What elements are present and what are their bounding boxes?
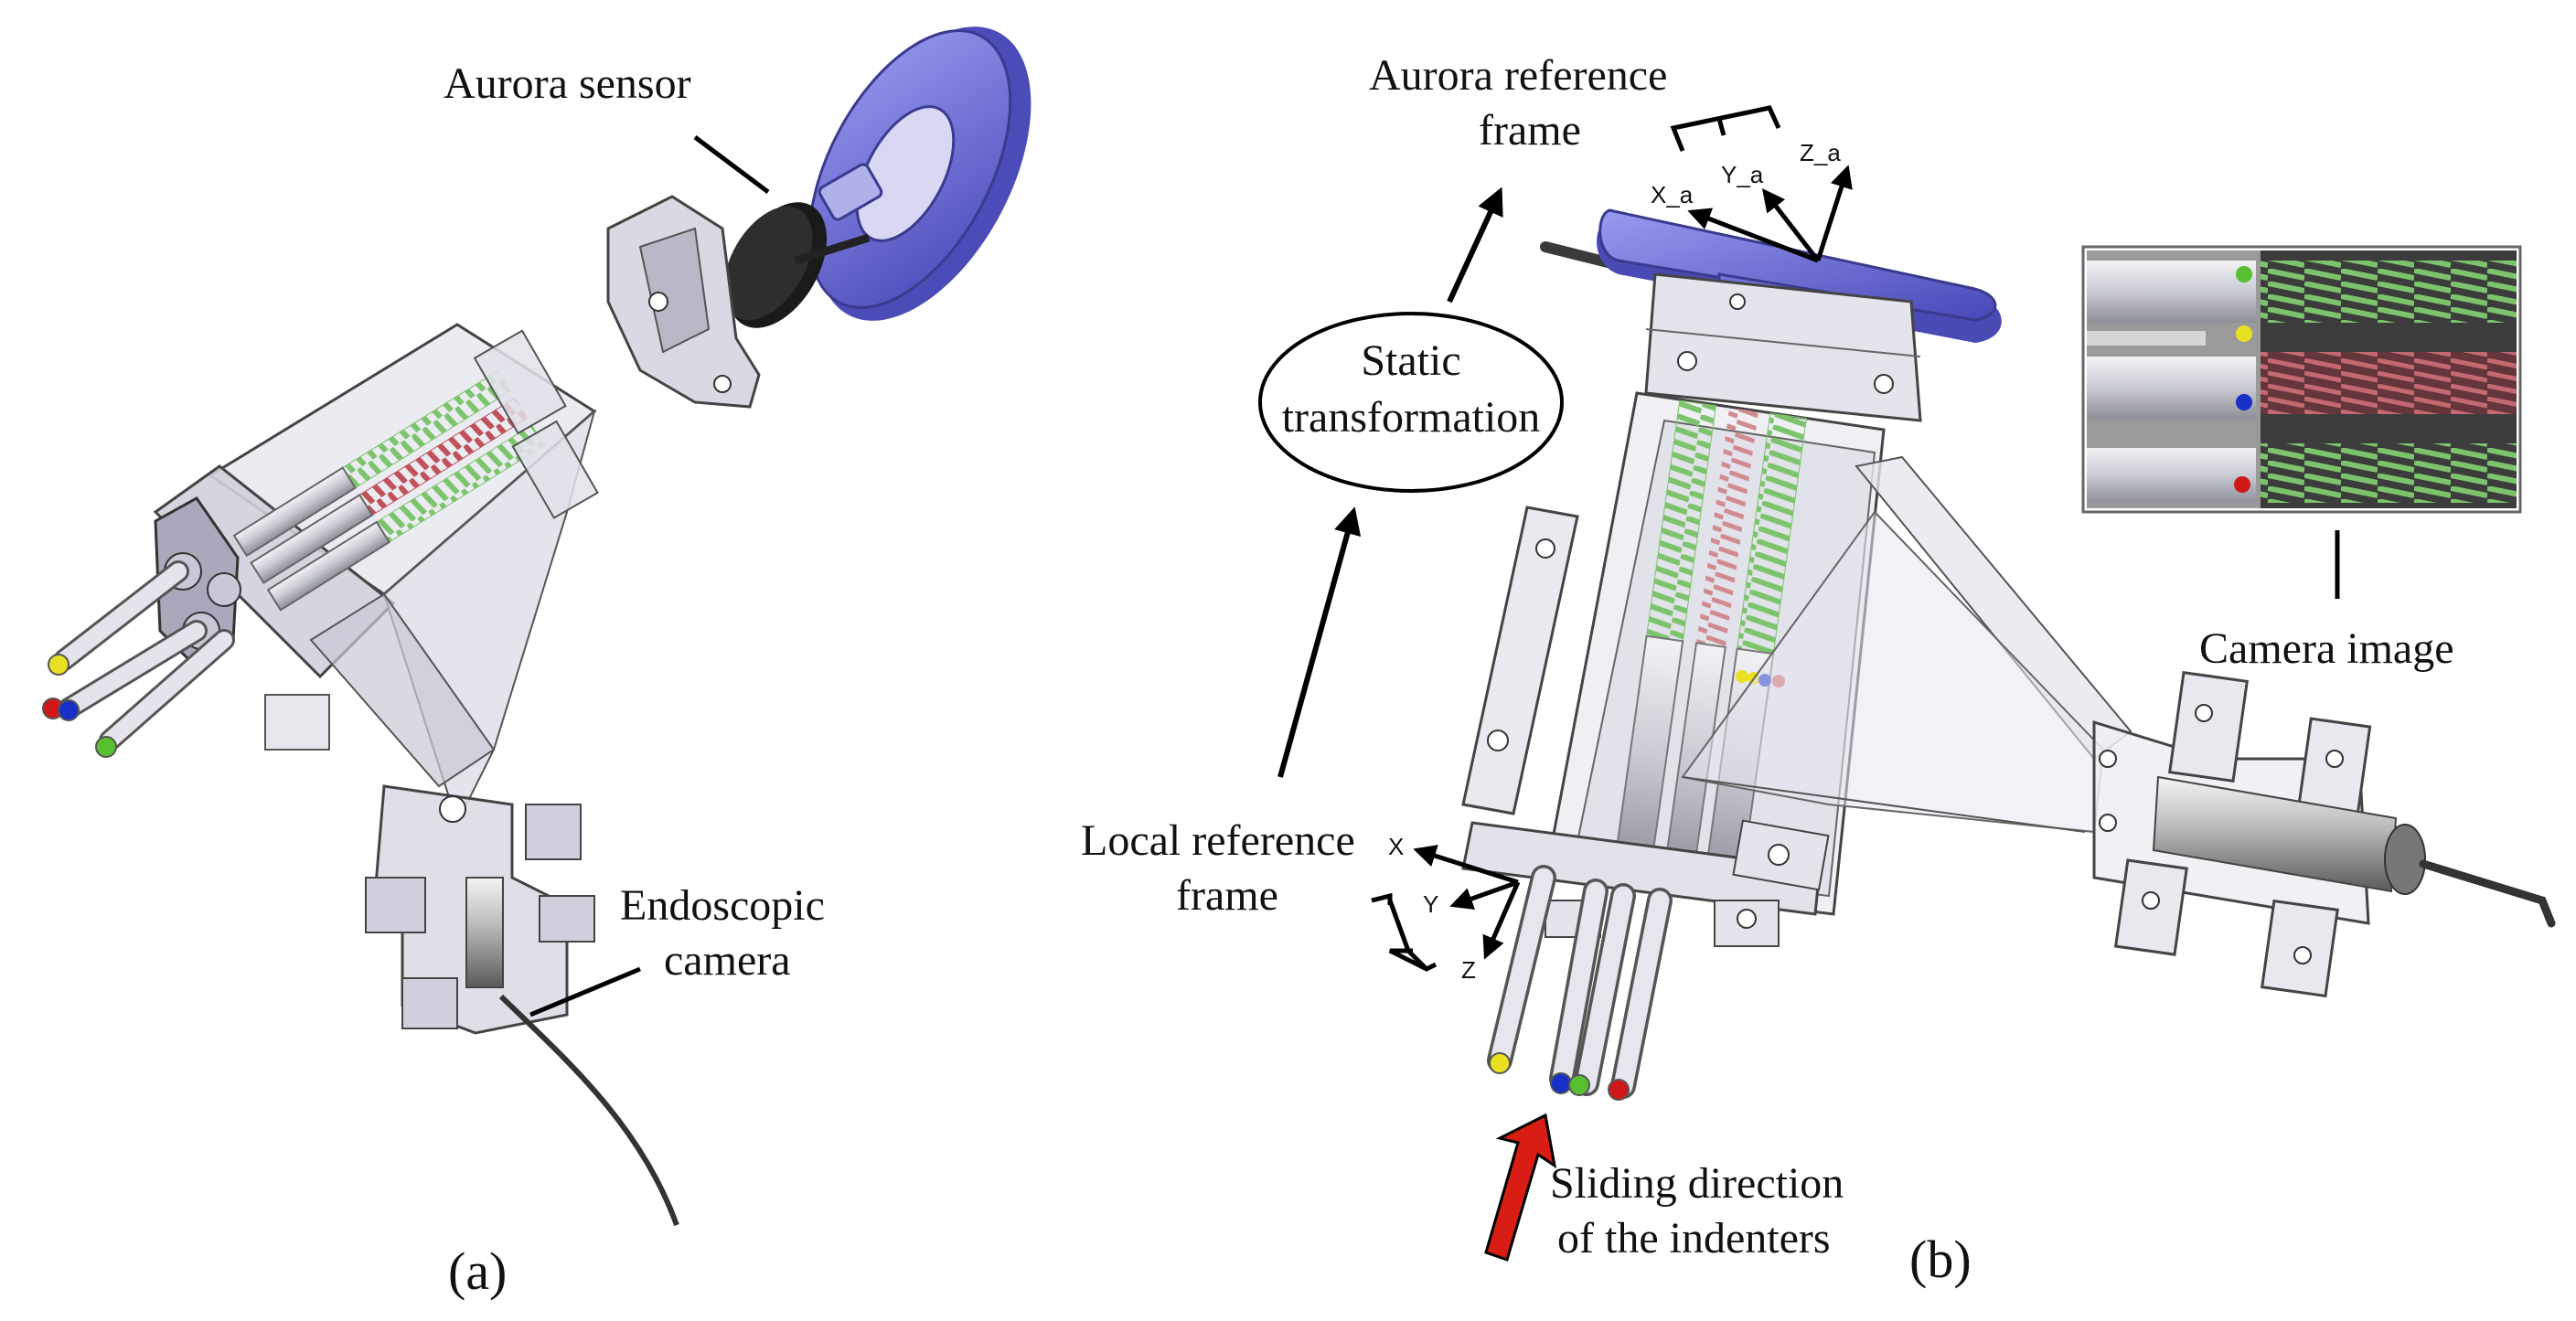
aurora-sensor-label: Aurora sensor [444, 59, 691, 108]
aurora-sensor-a [723, 202, 871, 328]
sliding-direction-label-line2: of the indenters [1557, 1214, 1831, 1262]
endoscopic-camera-leader [529, 966, 641, 1017]
local-axis-z-label: Z [1461, 956, 1476, 984]
side-arm-b [1681, 455, 2132, 834]
static-transformation-ellipse [1258, 312, 1564, 493]
camera-assembly-b [2092, 670, 2556, 998]
indenters-a [42, 560, 235, 758]
local-axis-y-label: Y [1423, 890, 1438, 918]
aurora-sensor-leader [693, 135, 770, 194]
static-transformation-label-line1: Static [1361, 336, 1460, 385]
local-axis-x-label: X [1388, 833, 1404, 860]
indenters-b [1487, 865, 1673, 1101]
aurora-reference-frame-label-line1: Aurora reference [1369, 51, 1667, 100]
camera-image-label: Camera image [2199, 624, 2454, 673]
aurora-frame-bracket [1670, 105, 1781, 152]
local-reference-frame-label-line2: frame [1176, 871, 1278, 920]
arrow-local-to-static [1277, 506, 1362, 778]
panel-b-annotations: Aurora reference frame X_a Y_a Z_a Stati… [1081, 51, 2454, 1289]
aurora-axis-z-label: Z_a [1800, 139, 1841, 166]
panel-b-drawing [1461, 208, 2556, 1101]
endoscopic-camera-label-line1: Endoscopic [620, 881, 825, 930]
local-frame-bracket-end [1388, 948, 1438, 972]
panel-a-label: (a) [448, 1241, 507, 1301]
local-frame-bracket [1371, 892, 1428, 971]
endoscopic-camera-label-line2: camera [664, 936, 791, 985]
aurora-axes: X_a Y_a Z_a [1651, 139, 1853, 263]
purple-mount-a [807, 27, 1031, 321]
panel-b-label: (b) [1909, 1230, 1972, 1289]
camera-holder-a [365, 784, 679, 1227]
housing-a [153, 323, 599, 826]
sliding-direction-label-line1: Sliding direction [1550, 1159, 1844, 1208]
panel-a-annotations: Aurora sensor Endoscopic camera (a) [444, 59, 825, 1301]
arrow-static-to-aurora [1447, 186, 1503, 304]
aurora-axis-y-label: Y_a [1721, 161, 1764, 188]
static-transformation-label-line2: transformation [1282, 393, 1541, 442]
panel-a-drawing [42, 27, 1031, 1227]
clamp-a [606, 195, 761, 409]
sliding-direction-arrow [1484, 1113, 1557, 1262]
aurora-reference-frame-label-line2: frame [1479, 106, 1581, 154]
upper-clamp-b [1644, 272, 1922, 422]
local-reference-frame-label-line1: Local reference [1081, 816, 1355, 865]
local-axes: X Y Z [1388, 833, 1521, 984]
aurora-axis-x-label: X_a [1651, 181, 1694, 208]
camera-image-inset [2081, 245, 2522, 514]
